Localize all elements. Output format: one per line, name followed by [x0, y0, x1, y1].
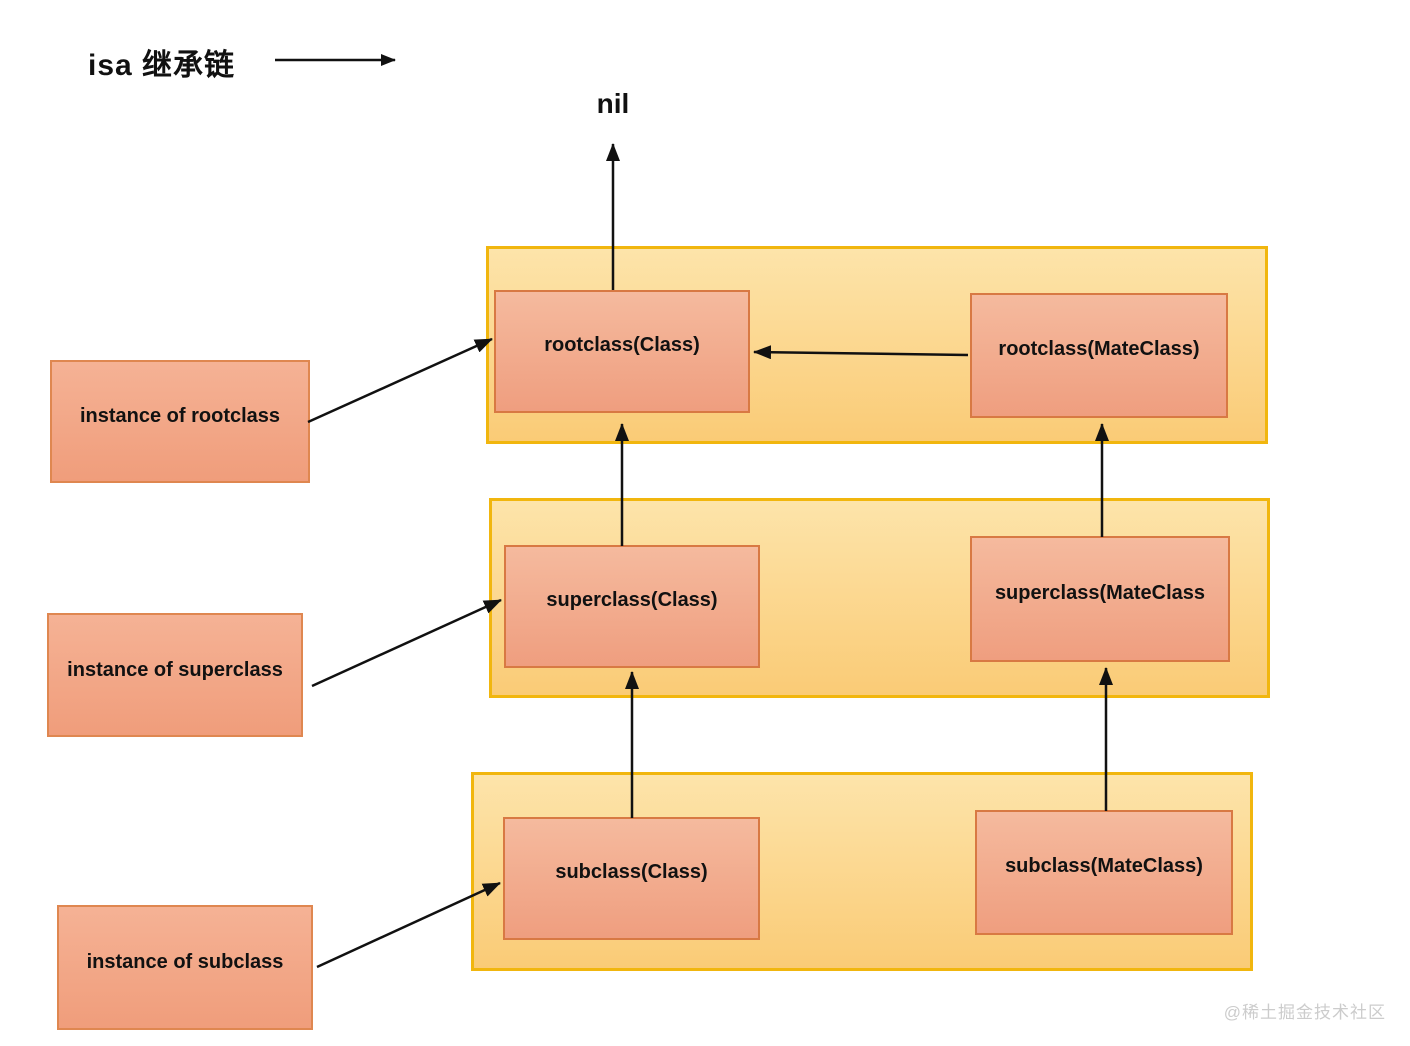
watermark: @稀土掘金技术社区	[1223, 1003, 1386, 1022]
rootclass-class-box: rootclass(Class)	[494, 290, 750, 413]
superclass-class-box: superclass(Class)	[504, 545, 760, 668]
arrow-instance-rootclass-to-rootclass	[307, 337, 493, 424]
arrow-instance-superclass-to-superclass	[311, 598, 502, 688]
instance-of-subclass-box: instance of subclass	[57, 905, 313, 1030]
nil-label: nil	[596, 88, 630, 119]
rootclass-metaclass-box: rootclass(MateClass)	[970, 293, 1228, 418]
page-title: isa 继承链	[88, 49, 236, 82]
superclass-metaclass-box: superclass(MateClass	[970, 536, 1230, 662]
subclass-metaclass-box: subclass(MateClass)	[975, 810, 1233, 935]
instance-of-rootclass-box: instance of rootclass	[50, 360, 310, 483]
subclass-class-box: subclass(Class)	[503, 817, 760, 940]
instance-of-superclass-box: instance of superclass	[47, 613, 303, 737]
